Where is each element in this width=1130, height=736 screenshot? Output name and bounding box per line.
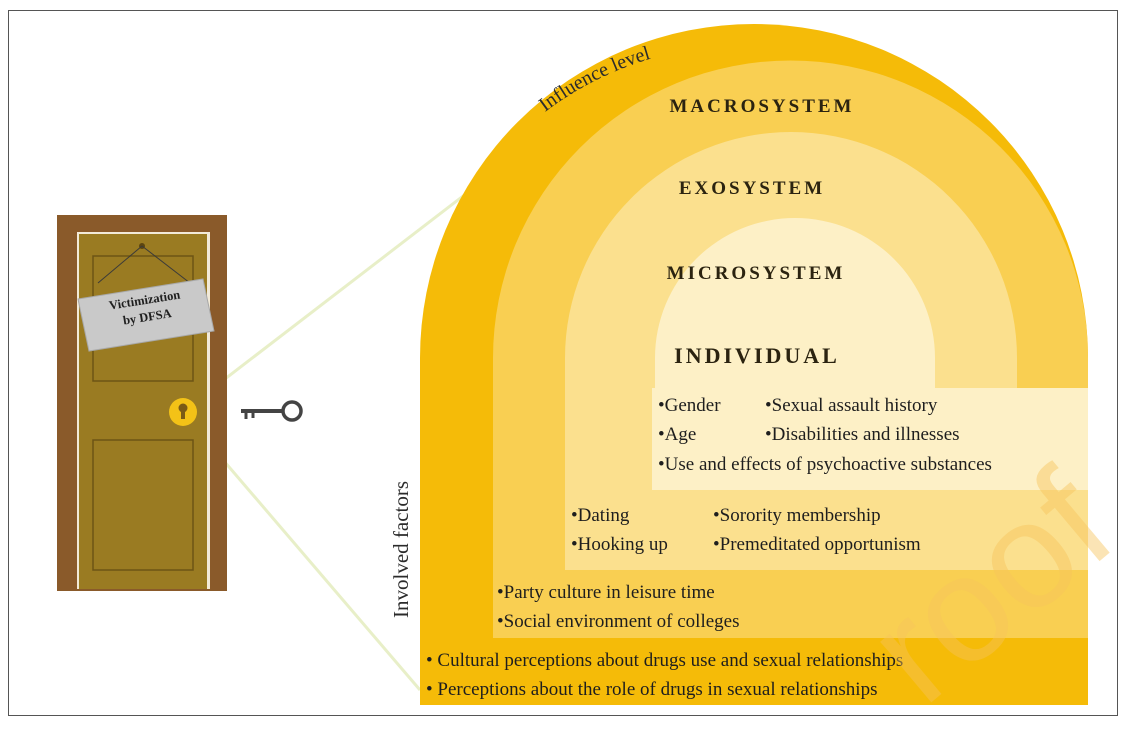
- sign-string-left: [97, 245, 143, 284]
- microsystem-factor-opportunism: •Premeditated opportunism: [713, 534, 921, 555]
- key-icon: [241, 400, 303, 422]
- macrosystem-factor-cultural-perceptions: • Cultural perceptions about drugs use a…: [426, 650, 904, 671]
- individual-factor-age: •Age: [658, 424, 697, 445]
- individual-title: INDIVIDUAL: [674, 343, 840, 368]
- sign-string-right: [141, 245, 191, 284]
- keyhole-icon: [178, 403, 188, 413]
- microsystem-factor-dating: •Dating: [571, 505, 630, 526]
- individual-factor-disabilities: •Disabilities and illnesses: [765, 424, 960, 445]
- exosystem-title: EXOSYSTEM: [679, 178, 825, 199]
- individual-factor-assault-history: •Sexual assault history: [765, 395, 938, 416]
- macrosystem-title: MACROSYSTEM: [669, 96, 854, 117]
- microsystem-title: MICROSYSTEM: [667, 263, 846, 284]
- door: [57, 215, 227, 591]
- individual-factor-gender: •Gender: [658, 395, 721, 416]
- macrosystem-factor-role-perceptions: • Perceptions about the role of drugs in…: [426, 679, 878, 700]
- individual-band: [652, 218, 1088, 490]
- microsystem-factor-sorority: •Sorority membership: [713, 505, 881, 526]
- exosystem-factor-party-culture: •Party culture in leisure time: [497, 582, 715, 603]
- individual-factor-substances: •Use and effects of psychoactive substan…: [658, 454, 992, 475]
- door-lower-inset: [92, 439, 194, 571]
- connector-line-top: [181, 158, 511, 414]
- exosystem-factor-social-environment: •Social environment of colleges: [497, 611, 740, 632]
- involved-factors-label: Involved factors: [389, 481, 413, 618]
- door-sign: [77, 278, 215, 352]
- microsystem-factor-hooking-up: •Hooking up: [571, 534, 668, 555]
